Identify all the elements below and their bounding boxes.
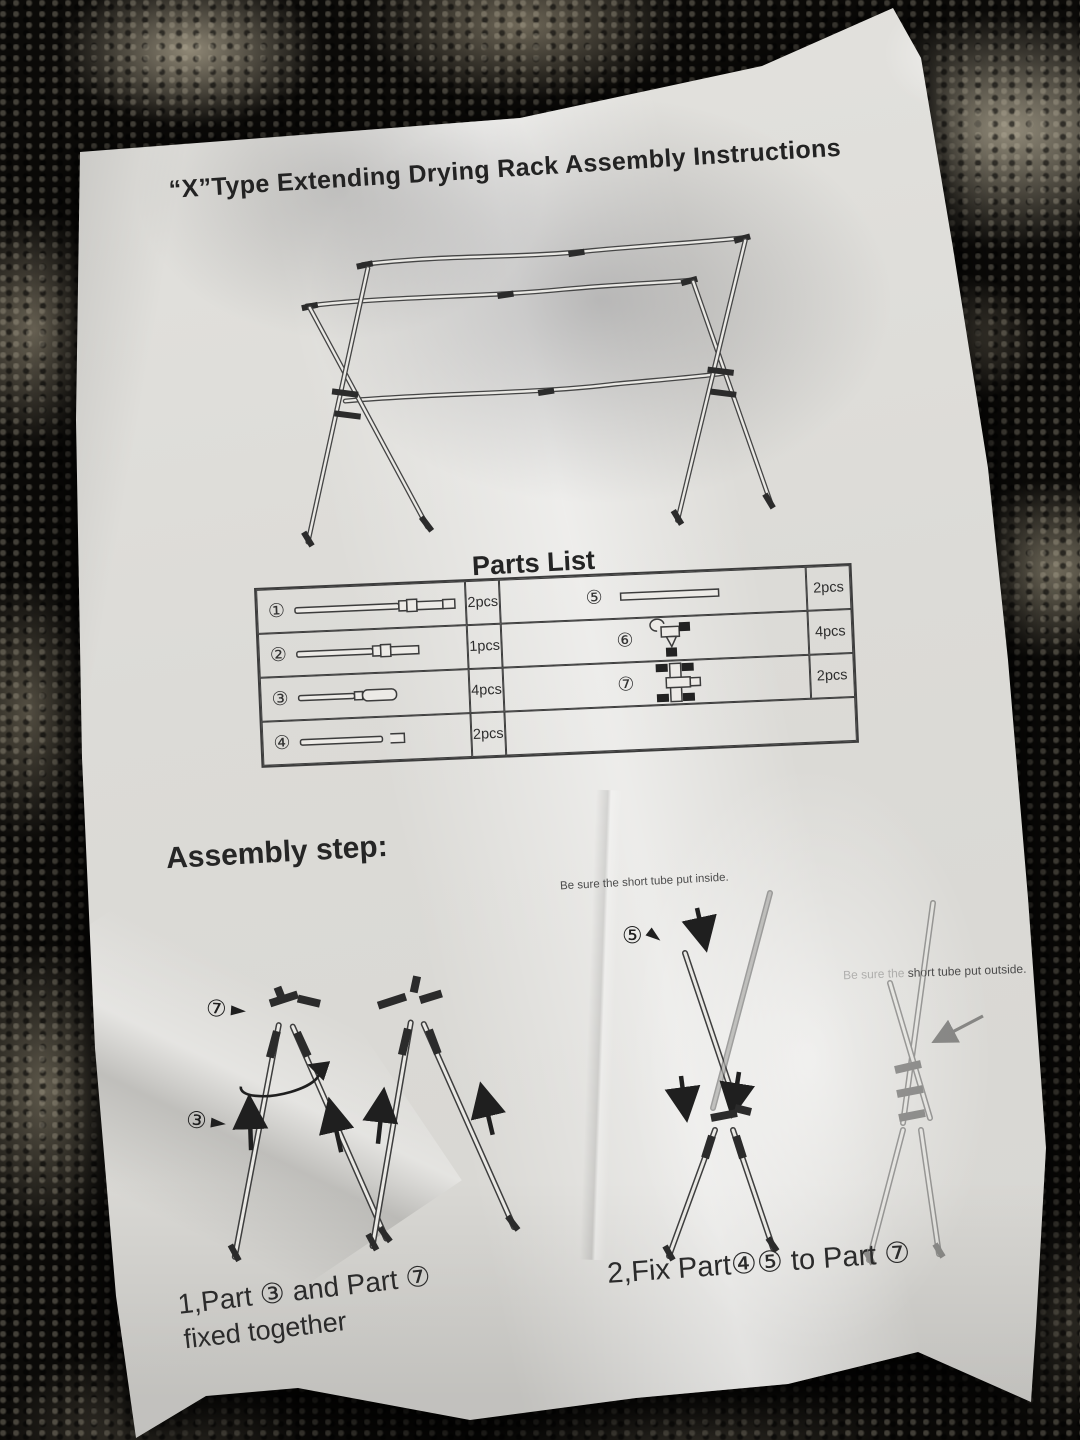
part2-number: ②	[269, 643, 288, 667]
part5-qty: 2pcs	[805, 565, 852, 611]
part3-callout-number: ③	[184, 1106, 209, 1135]
part7-number: ⑦	[616, 673, 635, 696]
parts-table: ① 2pcs ⑤ 2pcs ②	[254, 562, 860, 768]
part7-icon	[655, 662, 702, 703]
rack-diagram	[301, 233, 776, 548]
part4-icon	[299, 732, 406, 746]
part3-qty: 4pcs	[468, 667, 505, 714]
part4-qty: 2pcs	[470, 711, 507, 758]
table-row-part7: ⑦	[502, 654, 812, 712]
sheet-title: “X”Type Extending Drying Rack Assembly I…	[168, 133, 842, 204]
part7-qty: 2pcs	[809, 652, 856, 699]
part1-qty: 2pcs	[464, 579, 501, 626]
part7-callout-number: ⑦	[205, 994, 228, 1023]
part3-icon	[297, 688, 398, 702]
arrow-icon	[645, 926, 664, 945]
part2-icon	[296, 643, 420, 658]
part6-icon	[649, 618, 691, 657]
assembly-step-heading: Assembly step:	[165, 829, 389, 876]
part6-number: ⑥	[616, 629, 634, 652]
part4-number: ④	[273, 731, 292, 755]
part7-callout: ⑦	[205, 995, 246, 1025]
part5-callout-number: ⑤	[622, 922, 643, 948]
part5-number: ⑤	[585, 586, 604, 610]
part5-callout: ⑤	[622, 922, 664, 949]
table-row-part5: ⑤	[498, 566, 808, 624]
part3-number: ③	[271, 687, 290, 711]
table-row-part1: ①	[256, 581, 467, 634]
table-row-part6: ⑥	[500, 610, 810, 668]
part1-icon	[294, 598, 456, 614]
part5-icon	[619, 588, 720, 601]
part3-callout: ③	[185, 1106, 227, 1137]
part6-qty: 4pcs	[807, 609, 854, 655]
arrow-icon	[210, 1117, 227, 1129]
step1-diagram	[227, 975, 521, 1263]
part1-number: ①	[267, 599, 286, 623]
part2-qty: 1pcs	[466, 623, 503, 670]
table-row-part2: ②	[257, 625, 469, 678]
table-row-part3: ③	[259, 669, 471, 722]
arrow-icon	[230, 1004, 246, 1016]
table-row-part4: ④	[261, 713, 473, 766]
step2-diagram	[662, 890, 984, 1266]
